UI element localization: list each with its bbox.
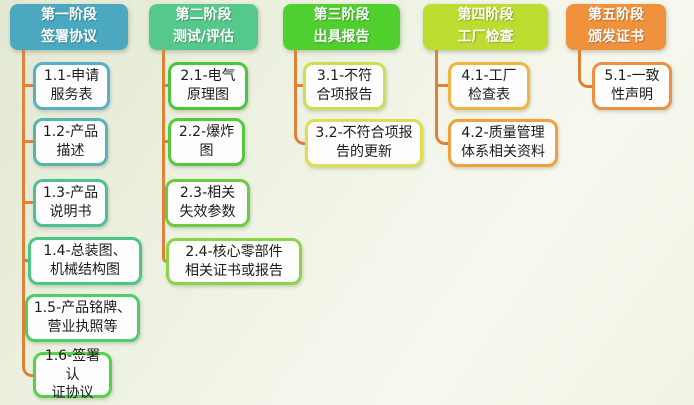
item-1-2: 1.2-产品 描述 (33, 118, 108, 166)
connector-stub (22, 84, 33, 87)
stage-5-header: 第五阶段 颁发证书 (566, 4, 666, 50)
connector-stub (22, 316, 26, 319)
connector-stub (435, 84, 448, 87)
connector-line-stage-5 (578, 50, 592, 88)
item-3-1: 3.1-不符 合项报告 (303, 62, 386, 110)
item-1-5: 1.5-产品铭牌、 营业执照等 (25, 294, 140, 342)
item-3-2: 3.2-不符合项报 告的更新 (305, 119, 423, 167)
stage-1-header: 第一阶段 签署协议 (10, 4, 128, 50)
item-5-1: 5.1-一致 性声明 (592, 62, 672, 110)
connector-stub (162, 140, 168, 143)
item-2-1: 2.1-电气 原理图 (168, 62, 248, 110)
connector-line-stage-4 (435, 50, 448, 145)
connector-stub (22, 259, 28, 262)
stage-4-header: 第四阶段 工厂检查 (423, 4, 548, 50)
item-1-6: 1.6-签署认 证协议 (33, 348, 112, 401)
item-1-3: 1.3-产品 说明书 (33, 179, 108, 227)
stage-2-header: 第二阶段 测试/评估 (149, 4, 258, 50)
item-2-3: 2.3-相关 失效参数 (165, 179, 250, 227)
item-4-2: 4.2-质量管理 体系相关资料 (448, 119, 558, 167)
item-1-4: 1.4-总装图、 机械结构图 (28, 237, 142, 285)
connector-stub (294, 84, 303, 87)
item-2-4: 2.4-核心零部件 相关证书或报告 (166, 238, 302, 285)
item-2-2: 2.2-爆炸 图 (168, 118, 245, 166)
connector-line-stage-1 (22, 50, 33, 377)
item-4-1: 4.1-工厂 检查表 (448, 62, 530, 110)
connector-stub (22, 140, 33, 143)
connector-stub (162, 84, 168, 87)
connector-line-stage-2 (162, 50, 168, 263)
item-1-1: 1.1-申请 服务表 (33, 62, 110, 110)
connector-line-stage-3 (294, 50, 305, 145)
stage-3-header: 第三阶段 出具报告 (283, 4, 400, 50)
connector-stub (162, 201, 166, 204)
connector-stub (22, 201, 33, 204)
